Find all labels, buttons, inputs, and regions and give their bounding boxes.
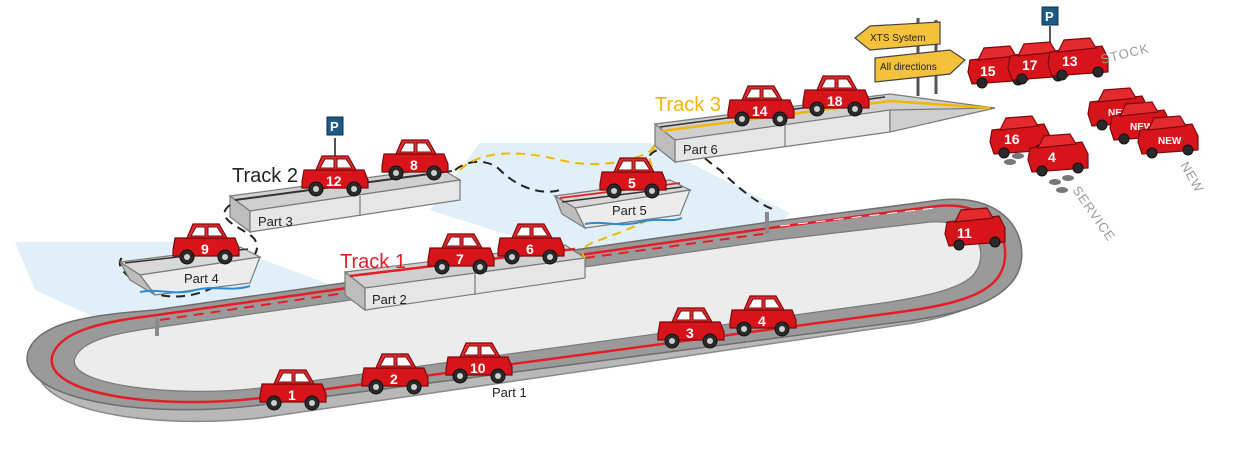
svg-text:17: 17 [1022, 57, 1038, 73]
sign-top-text: XTS System [870, 33, 926, 44]
part4-label: Part 4 [184, 271, 219, 286]
part3-label: Part 3 [258, 214, 293, 229]
part6-label: Part 6 [683, 142, 718, 157]
svg-text:16: 16 [1004, 131, 1020, 147]
track2-label: Track 2 [232, 165, 298, 187]
svg-text:3: 3 [686, 325, 694, 341]
part5-label: Part 5 [612, 203, 647, 218]
parking-icon [1041, 6, 1059, 26]
svg-text:P: P [330, 119, 339, 134]
svg-text:11: 11 [957, 225, 972, 241]
svg-text:14: 14 [752, 103, 768, 119]
part2-label: Part 2 [372, 292, 407, 307]
stock-label: STOCK [1099, 40, 1151, 67]
svg-text:12: 12 [326, 173, 342, 189]
svg-text:NEW: NEW [1130, 122, 1154, 133]
service-tires [1004, 153, 1074, 193]
svg-text:NEW: NEW [1158, 136, 1182, 147]
new-car-3: NEW [1137, 115, 1199, 159]
car-10: 10 [445, 342, 513, 384]
svg-text:2: 2 [390, 371, 398, 387]
svg-text:1: 1 [288, 387, 296, 403]
car-3: 3 [657, 307, 725, 349]
car-11: 11 [944, 207, 1006, 251]
svg-text:5: 5 [628, 175, 636, 191]
sign-arrow-left [854, 21, 941, 51]
track-part6-segment: Part 6 [653, 93, 996, 164]
sign-bottom-text: All directions [880, 62, 937, 73]
car-12: 12 [301, 155, 369, 197]
svg-text:18: 18 [827, 93, 843, 109]
svg-text:NEW: NEW [1108, 108, 1132, 119]
new-label: NEW [1177, 159, 1207, 195]
svg-text:7: 7 [456, 251, 464, 267]
track1-dashed-line [159, 232, 771, 321]
svg-text:P: P [1045, 9, 1054, 24]
new-car-2: NEW [1109, 101, 1171, 145]
svg-text:13: 13 [1062, 53, 1078, 69]
svg-text:9: 9 [201, 241, 209, 257]
car-7: 7 [427, 233, 495, 275]
car-18: 18 [802, 75, 870, 117]
car-16: 16 [989, 115, 1051, 159]
car-2: 2 [361, 353, 429, 395]
car-1: 1 [259, 369, 327, 411]
sign-arrow-right [874, 49, 966, 83]
direction-sign: XTS System All directions [854, 18, 966, 96]
svg-text:8: 8 [410, 157, 418, 173]
car-8: 8 [381, 139, 449, 181]
car-4-service: 4 [1027, 133, 1089, 177]
svg-text:6: 6 [526, 241, 534, 257]
new-car-1: NEW [1087, 87, 1149, 131]
service-label: SERVICE [1070, 183, 1119, 244]
part1-label: Part 1 [492, 385, 527, 400]
car-14: 14 [727, 85, 795, 127]
car-4: 4 [729, 295, 797, 337]
car-15: 15 [967, 45, 1029, 89]
parking-icon [326, 116, 344, 136]
car-6: 6 [497, 223, 565, 265]
car-9: 9 [172, 223, 240, 265]
track1-label: Track 1 [340, 251, 406, 273]
svg-text:10: 10 [470, 360, 486, 376]
car-17: 17 [1007, 41, 1069, 85]
svg-text:15: 15 [980, 63, 996, 79]
svg-text:4: 4 [758, 313, 766, 329]
track-part3-segment: Part 3 [228, 167, 462, 234]
svg-text:4: 4 [1048, 149, 1056, 165]
track-part1-loop: Part 1 [26, 198, 1023, 423]
car-5: 5 [599, 157, 667, 199]
track3-label: Track 3 [655, 94, 721, 116]
car-13: 13 [1047, 37, 1109, 81]
